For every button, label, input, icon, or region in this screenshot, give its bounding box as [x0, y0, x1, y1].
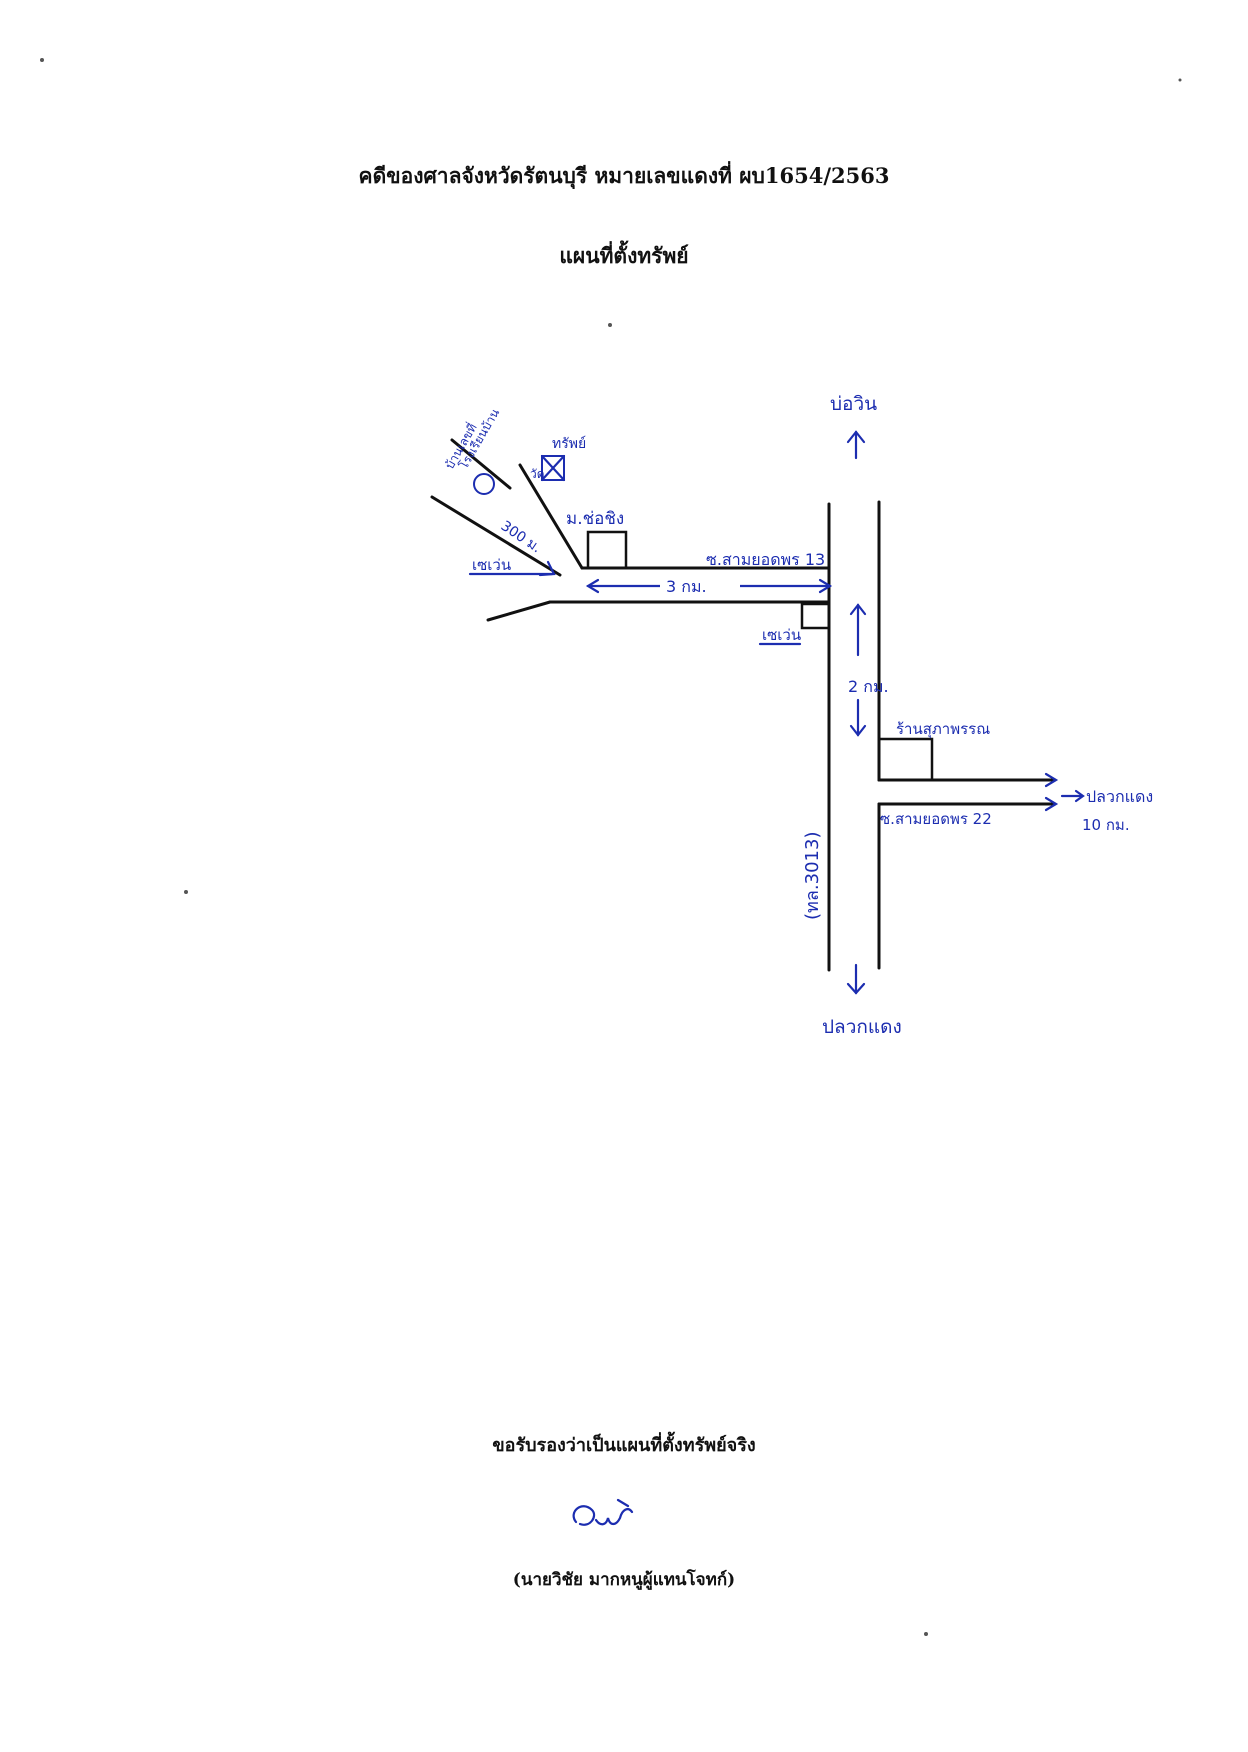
distance-2km-head-down — [849, 724, 867, 737]
east-destination-arrow-head — [1074, 789, 1085, 803]
branch-road-lower — [486, 600, 552, 622]
property-symbol-cross — [540, 454, 566, 482]
signatory-name: (นายวิชัย มากหนูผู้แทนโจทก์) — [512, 1570, 736, 1590]
property-symbol — [541, 455, 565, 481]
certification-text: ขอรับรองว่าเป็นแผนที่ตั้งทรัพย์จริง — [492, 1435, 756, 1456]
seven-eleven-marker — [800, 602, 831, 630]
label-east-destination: ปลวกแดง — [1086, 787, 1153, 806]
label-south-destination: ปลวกแดง — [822, 1016, 902, 1038]
label-distance-2km: 2 กม. — [848, 677, 889, 696]
scan-speck — [924, 1632, 928, 1636]
label-soi-south: ซ.สามยอดพร 22 — [880, 810, 992, 828]
east-arrow-head-lower — [1044, 796, 1059, 812]
label-highway: (ทล.3013) — [802, 832, 823, 920]
document-subtitle: แผนที่ตั้งทรัพย์ — [559, 243, 689, 268]
label-store: ร้านสุภาพรรณ — [896, 720, 990, 739]
south-arrow-head — [846, 982, 866, 995]
scan-speck — [1178, 78, 1182, 82]
north-arrow-head — [846, 430, 866, 444]
label-soi-north: ซ.สามยอดพร 13 — [706, 550, 825, 569]
branch-road-lane — [518, 463, 584, 570]
scan-speck — [608, 323, 612, 327]
scan-speck — [40, 58, 44, 62]
village-marker — [586, 530, 628, 570]
distance-2km-head-up — [849, 603, 867, 616]
east-arrow-head-upper — [1044, 772, 1059, 788]
label-distance-3km: 3 กม. — [666, 577, 707, 596]
label-village: ม.ช่อชิง — [566, 509, 624, 529]
branch-road-upper — [430, 495, 562, 577]
label-east-distance: 10 กม. — [1082, 816, 1130, 834]
school-symbol — [473, 473, 495, 495]
signature — [572, 1498, 634, 1526]
distance-3km-head-left — [585, 578, 600, 594]
document-title: คดีของศาลจังหวัดรัตนบุรี หมายเลขแดงที่ ผ… — [358, 163, 890, 188]
label-seven-eleven-east: เซเว่น — [762, 626, 801, 644]
label-north-destination: บ่อวิน — [830, 393, 877, 415]
distance-3km-head-right — [818, 578, 833, 594]
label-property-top: ทรัพย์ — [552, 435, 586, 452]
distance-3km-mask — [660, 574, 740, 596]
label-seven-eleven-west: เซเว่น — [472, 556, 511, 574]
label-temple: วัด — [530, 467, 545, 481]
scan-speck — [184, 890, 188, 894]
store-marker — [877, 737, 934, 782]
branch-road-upper-2 — [450, 438, 512, 490]
